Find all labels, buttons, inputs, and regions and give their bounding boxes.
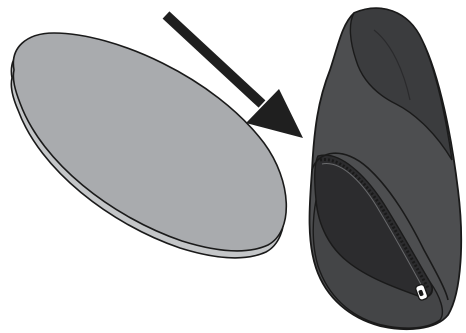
zippered-cover (310, 8, 462, 329)
insert-top (13, 33, 286, 251)
oval-insert (11, 33, 286, 258)
